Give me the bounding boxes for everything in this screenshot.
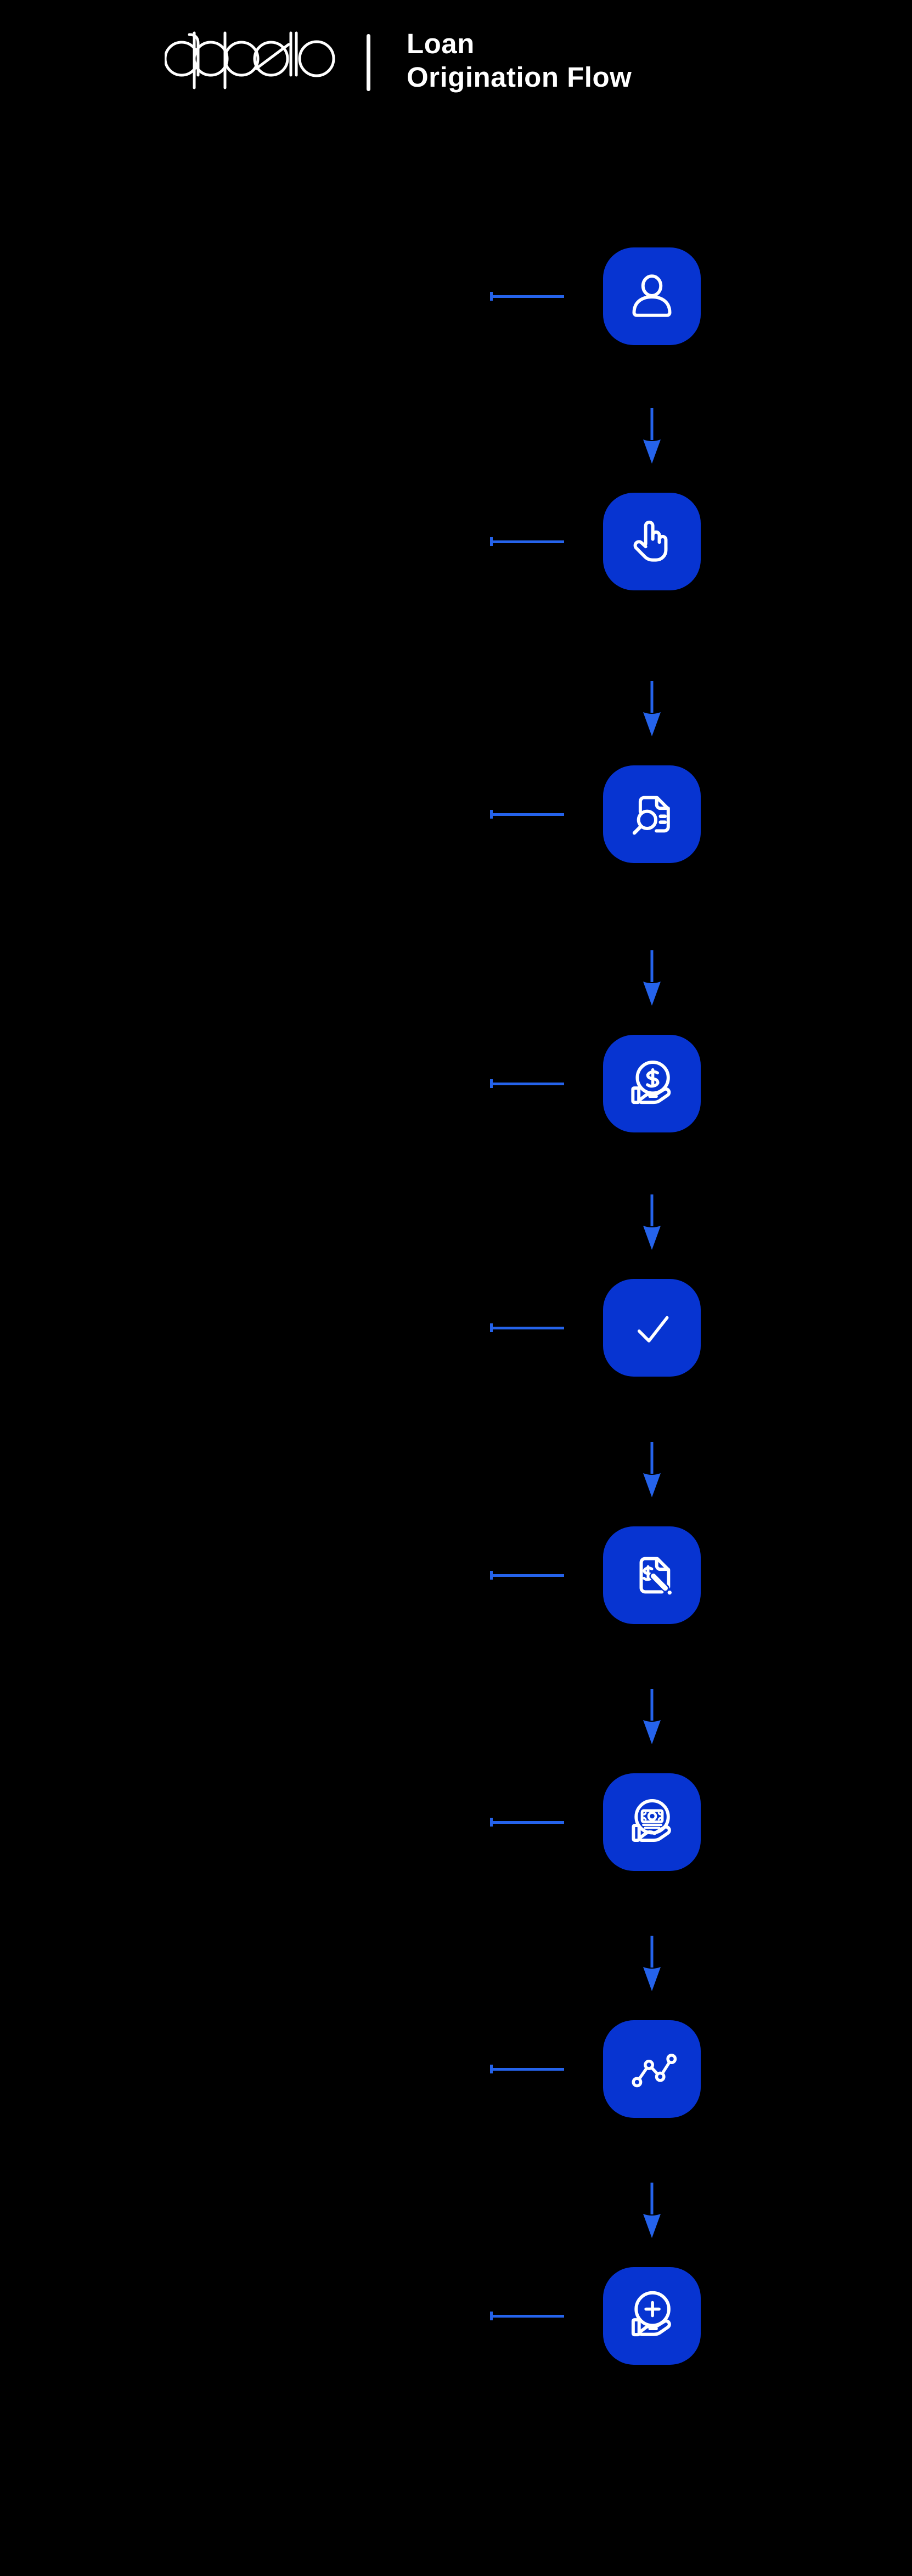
- checkmark-icon: [623, 1299, 680, 1356]
- step-tile: [603, 1526, 701, 1624]
- loan-signing-document-icon: [623, 1547, 680, 1604]
- header-divider: [367, 34, 370, 91]
- title-line-1: Loan: [407, 28, 475, 59]
- hand-circle-plus-icon: [623, 2287, 680, 2344]
- hand-coin-dollar-icon: [623, 1055, 680, 1112]
- connector-line: [490, 1079, 564, 1088]
- step-tile: [603, 1279, 701, 1377]
- connector-endcap: [490, 1818, 493, 1827]
- connector-endcap: [490, 292, 493, 301]
- document-search-icon: [623, 786, 680, 843]
- arrow-down-icon: [643, 1689, 661, 1744]
- step-tile: [603, 493, 701, 590]
- connector-line: [490, 2312, 564, 2320]
- arrow-down-icon: [643, 1442, 661, 1497]
- title-line-2: Origination Flow: [407, 61, 632, 93]
- connector-line: [490, 2065, 564, 2073]
- header: Loan Origination Flow: [0, 0, 912, 165]
- arrow-down-icon: [643, 2183, 661, 2238]
- connector-line: [490, 1818, 564, 1827]
- connector-endcap: [490, 2065, 493, 2073]
- arrow-down-icon: [643, 1936, 661, 1991]
- hand-cash-icon: [623, 1794, 680, 1851]
- tap-hand-icon: [623, 513, 680, 570]
- connector-endcap: [490, 2312, 493, 2320]
- connector-line: [490, 1571, 564, 1580]
- connector-line: [490, 292, 564, 301]
- user-icon: [623, 268, 680, 325]
- connector-endcap: [490, 537, 493, 546]
- step-tile: [603, 2020, 701, 2118]
- connector-endcap: [490, 1571, 493, 1580]
- arrow-down-icon: [643, 950, 661, 1006]
- connector-endcap: [490, 810, 493, 819]
- connector-line: [490, 1323, 564, 1332]
- connector-endcap: [490, 1079, 493, 1088]
- step-tile: [603, 247, 701, 345]
- page-title: Loan Origination Flow: [407, 27, 632, 94]
- step-tile: [603, 2267, 701, 2365]
- trend-line-chart-icon: [623, 2040, 680, 2098]
- connector-line: [490, 810, 564, 819]
- step-tile: [603, 765, 701, 863]
- connector-line: [490, 537, 564, 546]
- arrow-down-icon: [643, 1194, 661, 1250]
- step-tile: [603, 1773, 701, 1871]
- connector-endcap: [490, 1323, 493, 1332]
- arrow-down-icon: [643, 681, 661, 736]
- arrow-down-icon: [643, 408, 661, 464]
- appello-logo: [165, 31, 335, 89]
- step-tile: [603, 1035, 701, 1132]
